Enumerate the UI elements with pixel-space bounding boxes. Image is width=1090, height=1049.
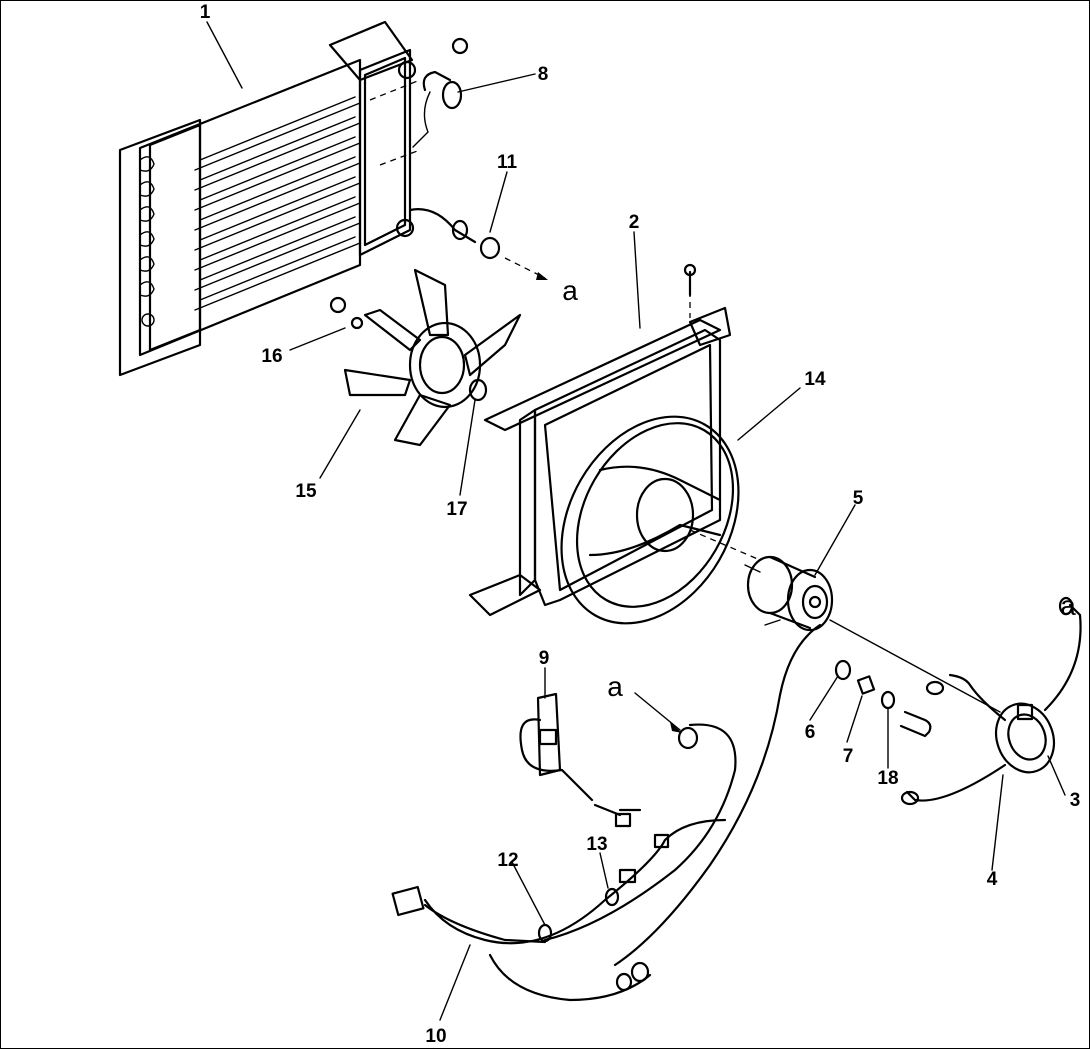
assembly-axis-line: [829, 619, 1001, 713]
part-6-nut: [834, 659, 852, 681]
part-9-relay-bracket: [519, 692, 594, 802]
callout-9: 9: [539, 648, 550, 669]
callout-13: 13: [586, 834, 607, 855]
part-1-core: [118, 20, 421, 377]
callout-7: 7: [843, 746, 854, 767]
callout-15: 15: [295, 481, 317, 502]
part-18-washer: [880, 690, 932, 738]
part-16-nut-washer: [329, 296, 364, 330]
arrowhead-a-top: [536, 272, 548, 280]
part-11-sensor-hose: [408, 208, 546, 279]
callout-11: 11: [497, 152, 518, 173]
part-8-thermo-switch: [412, 37, 469, 148]
part-17-washer: [468, 378, 488, 402]
callout-2: 2: [629, 212, 640, 233]
callout-18: 18: [877, 768, 898, 789]
callout-10: 10: [425, 1026, 446, 1047]
part-13-clamp: [604, 887, 620, 907]
part-7-spacer: [856, 675, 876, 695]
reference-a-top: a: [562, 275, 578, 306]
callout-16: 16: [261, 346, 282, 367]
callout-12: 12: [497, 850, 518, 871]
callout-5: 5: [853, 488, 864, 509]
callout-17: 17: [446, 499, 467, 520]
callout-4: 4: [987, 869, 998, 890]
part-3-bracket: [994, 702, 1056, 774]
callout-6: 6: [805, 722, 816, 743]
part-5-motor: [613, 555, 834, 967]
reference-a-bottom: a: [607, 671, 623, 702]
callout-1: 1: [200, 2, 211, 23]
part-10-main-harness: [391, 723, 737, 1002]
part-2-housing: [468, 263, 761, 625]
part-15-fan: [343, 268, 522, 447]
callout-8: 8: [538, 64, 549, 85]
callout-14: 14: [804, 369, 826, 390]
reference-a-right: a: [1060, 590, 1076, 621]
leader-lines: [206, 21, 1066, 1021]
part-4-wire-set: [900, 596, 1082, 806]
callout-3: 3: [1070, 790, 1081, 811]
arrowhead-a-bottom: [670, 722, 682, 733]
